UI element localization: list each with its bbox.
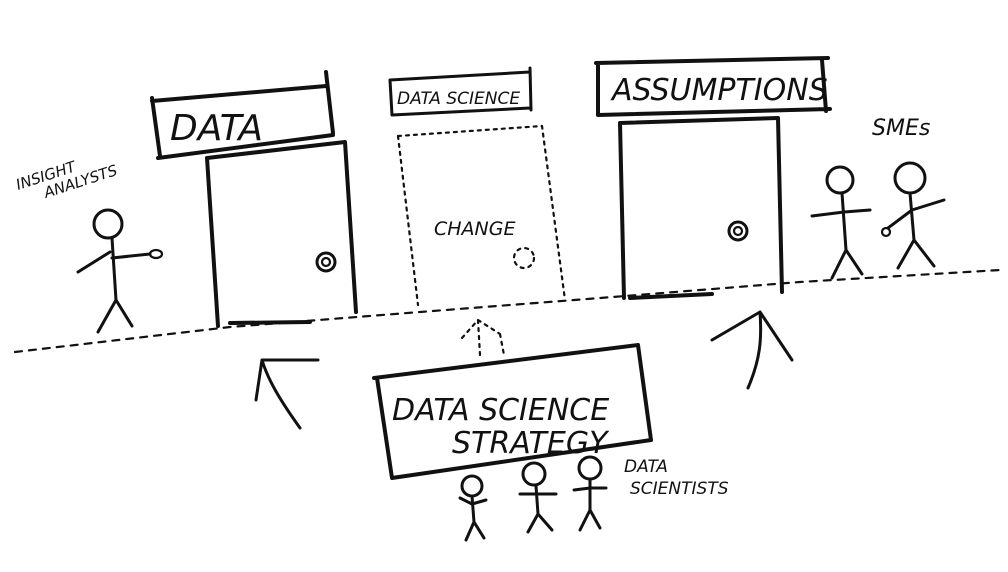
strategy-box-group: DATA SCIENCE STRATEGY xyxy=(372,343,653,480)
change-door-knob xyxy=(512,246,536,270)
data-scientist-1-head xyxy=(460,474,484,498)
sme-1-head xyxy=(825,165,855,195)
data-scientists-label-2: SCIENTISTS xyxy=(630,479,729,499)
strategy-line-2: STRATEGY xyxy=(452,426,610,461)
insight-analyst-body xyxy=(76,236,152,334)
data-sign-label: DATA xyxy=(170,108,263,149)
change-door-label: CHANGE xyxy=(434,218,516,240)
data-door-group: DATA xyxy=(150,70,358,328)
arrow-to-assumptions-door xyxy=(710,310,794,390)
data-scientist-3-body xyxy=(572,478,608,532)
assumptions-sign-label: ASSUMPTIONS xyxy=(610,73,828,108)
sme-2-head xyxy=(893,161,927,195)
assumptions-door-group: ASSUMPTIONS xyxy=(594,56,832,300)
arrow-to-data-door xyxy=(254,358,320,430)
data-door-frame xyxy=(205,140,358,328)
ground-line xyxy=(13,268,1002,354)
smes-label: SMEs xyxy=(872,116,930,141)
strategy-box-frame xyxy=(372,343,653,480)
data-scientist-1-body xyxy=(458,494,488,542)
sme-1-body xyxy=(810,191,872,280)
change-door-outline xyxy=(396,124,567,307)
insight-analyst-figure: INSIGHT ANALYSTS xyxy=(14,157,164,334)
assumptions-sign-frame xyxy=(594,56,832,117)
insight-analyst-hand xyxy=(148,248,164,260)
data-scientists-label-1: DATA xyxy=(624,457,668,477)
data-science-sign-frame xyxy=(388,66,533,117)
smes-group: SMEs xyxy=(810,116,946,280)
assumptions-door-frame xyxy=(618,116,784,300)
assumptions-door-knob-inner xyxy=(732,225,744,237)
arrow-to-change-door xyxy=(460,318,506,357)
data-scientist-2-body xyxy=(518,484,558,534)
sme-2-hand xyxy=(880,226,892,238)
data-sign-frame xyxy=(150,70,335,160)
data-science-sign-label: DATA SCIENCE xyxy=(397,89,520,109)
data-scientists-group: DATA SCIENTISTS xyxy=(458,455,729,542)
insight-analyst-head xyxy=(92,208,124,240)
data-scientist-2-head xyxy=(521,461,547,487)
data-door-knob xyxy=(315,251,337,273)
strategy-line-1: DATA SCIENCE xyxy=(392,393,609,428)
data-door-knob-inner xyxy=(320,256,332,268)
assumptions-door-knob xyxy=(727,220,749,242)
change-door-group: DATA SCIENCE CHANGE xyxy=(388,66,567,307)
sme-2-body xyxy=(886,191,946,270)
